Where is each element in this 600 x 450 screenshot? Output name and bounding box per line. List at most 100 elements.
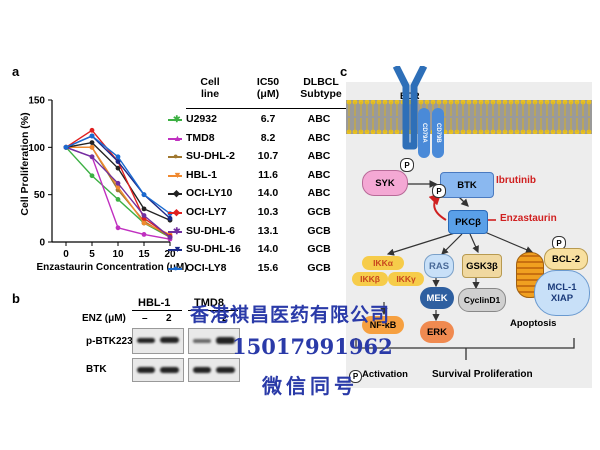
subtype-value: ABC <box>307 131 331 144</box>
table-row: ● OCI-LY8 15.6 GCB <box>168 261 346 277</box>
legend-marker: ✱ <box>173 114 181 124</box>
subtype-value: GCB <box>307 243 331 256</box>
ic50-value: 10.7 <box>257 150 279 163</box>
ikka-label: IKKα <box>373 258 393 268</box>
syk-phospho: P <box>400 158 414 172</box>
band <box>137 367 155 373</box>
subtype-value: ABC <box>307 150 331 163</box>
nfkb-node: NF-κB <box>362 316 404 334</box>
band <box>193 339 211 343</box>
syk-node: SYK <box>362 170 408 196</box>
activation-phospho: P <box>349 370 362 383</box>
ikka-node: IKKα <box>362 256 404 270</box>
cell-line-name: U2932 <box>186 113 217 125</box>
x-tick-label: 0 <box>63 249 69 260</box>
data-point <box>115 180 121 186</box>
cyclind1-node: CyclinD1 <box>458 288 506 312</box>
gsk3b-node: GSK3β <box>462 254 502 278</box>
y-tick-label: 0 <box>39 238 45 249</box>
data-point <box>89 133 95 139</box>
legend-marker: ● <box>173 262 179 273</box>
data-point <box>141 213 147 218</box>
subtype-value: GCB <box>307 206 331 218</box>
cell-line-name: OCI-LY8 <box>186 261 227 274</box>
cd79b-node: CD79B <box>432 108 444 158</box>
dose-hbl1-minus: – <box>142 313 148 324</box>
data-point <box>115 225 121 231</box>
enzastaurin-label: Enzastaurin <box>500 213 557 224</box>
data-point <box>141 192 147 198</box>
data-point <box>141 220 147 226</box>
mcl1-xiap-node: MCL-1 XIAP <box>534 270 590 316</box>
ic50-value: 14.0 <box>257 187 279 200</box>
erk-label: ERK <box>426 326 448 338</box>
outcome-label: Survival Proliferation <box>432 369 533 380</box>
phospho-label: P <box>436 186 442 196</box>
ikkb-label: IKKβ <box>360 274 380 284</box>
ic50-value: 14.0 <box>257 243 279 256</box>
x-tick-label: 10 <box>112 249 124 260</box>
phospho-label: P <box>404 160 410 170</box>
watermark-phone: 15017991962 <box>232 334 393 359</box>
row-label-pbtk: p-BTK223 <box>86 336 133 347</box>
dose-tmd8-2: 2 <box>222 313 228 324</box>
blot-pbtk-tmd8 <box>188 328 240 354</box>
legend-line <box>168 212 182 214</box>
band <box>160 337 179 343</box>
data-point <box>89 144 95 150</box>
dose-tmd8-minus: – <box>198 313 204 324</box>
legend-line <box>168 119 182 121</box>
legend-marker: ✱ <box>173 225 181 236</box>
subtype-value: ABC <box>307 113 331 125</box>
blot-btk-tmd8 <box>188 358 240 382</box>
apoptosis-label: Apoptosis <box>510 318 557 329</box>
ic50-value: 15.6 <box>257 261 279 274</box>
legend-marker: ▼ <box>173 244 182 255</box>
cd79a-node: CD79A <box>418 108 430 158</box>
cell-line-name: HBL-1 <box>186 168 217 181</box>
legend-line <box>168 249 182 252</box>
ic50-value: 6.7 <box>260 113 276 125</box>
bcr-receptor <box>392 66 428 150</box>
mek-node: MEK <box>420 287 454 309</box>
data-point <box>63 144 69 150</box>
ibrutinib-label: Ibrutinib <box>496 175 536 186</box>
legend-line <box>168 267 182 270</box>
mek-label: MEK <box>426 292 448 304</box>
y-tick-label: 50 <box>34 190 46 201</box>
blot-btk-hbl1 <box>132 358 184 382</box>
row-label-btk: BTK <box>86 364 107 375</box>
nfkb-label: NF-κB <box>369 320 397 330</box>
y-tick-label: 100 <box>28 143 45 154</box>
legend-marker: ▼ <box>173 169 182 180</box>
legend-line <box>168 174 182 177</box>
subtype-value: GCB <box>307 261 331 274</box>
gsk3b-label: GSK3β <box>466 260 498 272</box>
data-point <box>89 140 95 145</box>
underline-hbl1 <box>132 310 182 311</box>
cd79a-label: CD79A <box>421 123 427 143</box>
watermark-company: 香港祺昌医药有限公司 <box>190 304 391 326</box>
bcr-label: BCR <box>400 91 420 101</box>
btk-node: BTK <box>440 172 494 198</box>
xiap-label: XIAP <box>550 293 574 304</box>
legend-marker: ◆ <box>173 207 180 217</box>
activation-label: Activation <box>362 369 408 380</box>
band <box>193 367 211 373</box>
pkcb-label: PKCβ <box>455 216 481 228</box>
blot-pbtk-hbl1 <box>132 328 184 354</box>
data-point <box>89 127 95 133</box>
enz-label: ENZ (μM) <box>82 313 126 324</box>
cd79b-label: CD79B <box>435 123 441 143</box>
panel-label-b: b <box>12 291 20 306</box>
btk-phospho: P <box>432 184 446 198</box>
legend-line <box>168 230 182 233</box>
erk-node: ERK <box>420 321 454 343</box>
panel-label-c: c <box>340 64 348 79</box>
legend-marker: ▲ <box>173 132 182 143</box>
band <box>216 337 235 344</box>
mcl1-label: MCL-1 <box>547 282 577 293</box>
bcl2-label: BCL-2 <box>552 253 580 265</box>
